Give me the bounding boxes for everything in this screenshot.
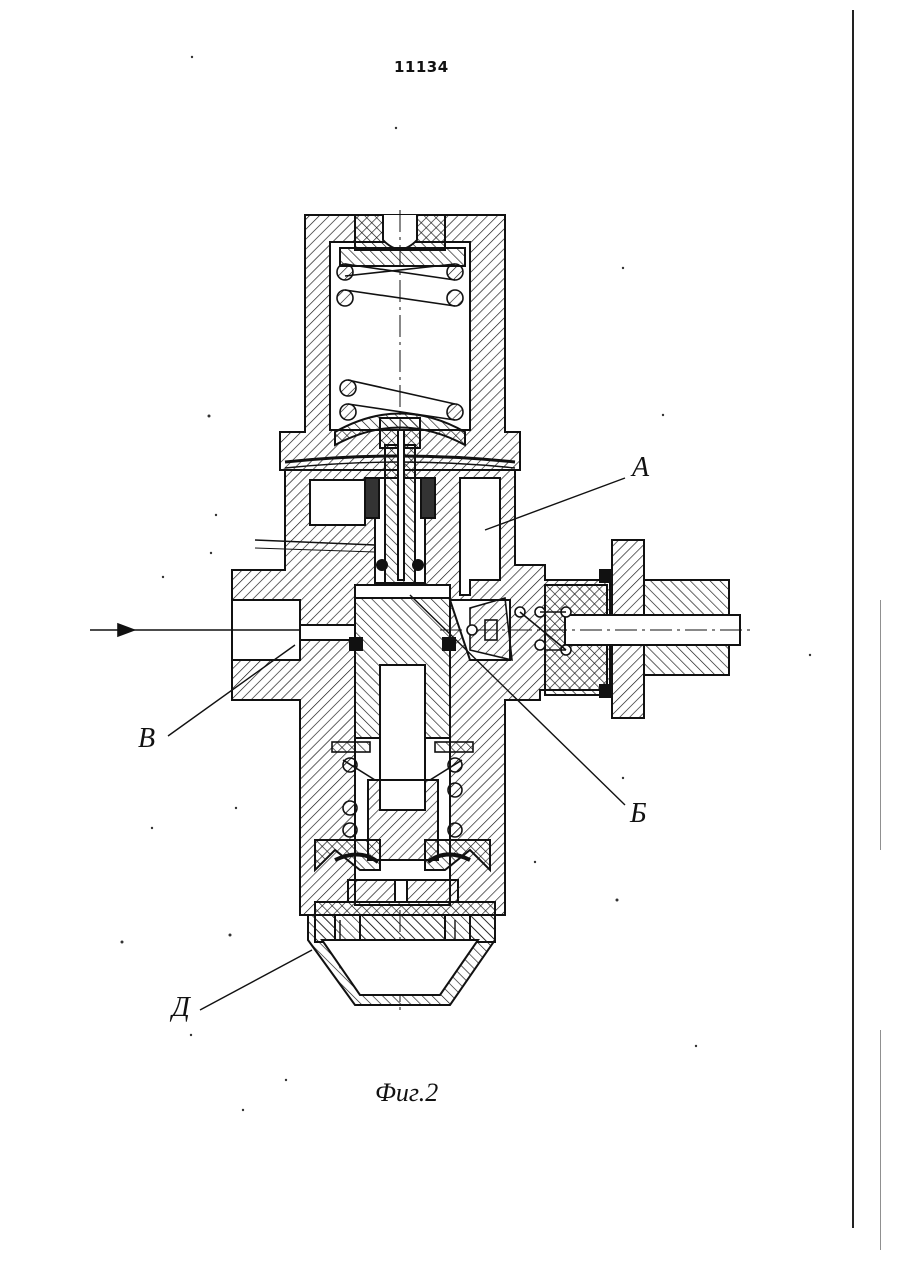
callout-v: В bbox=[138, 723, 155, 755]
figure-caption: Фиг.2 bbox=[375, 1078, 438, 1108]
callout-d: Д bbox=[172, 992, 190, 1024]
leader-line-d bbox=[200, 950, 312, 1010]
callout-a: А bbox=[632, 452, 649, 484]
callout-b: Б bbox=[630, 798, 647, 830]
